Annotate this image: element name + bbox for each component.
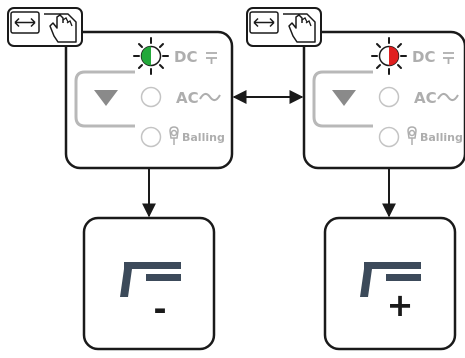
selector-bracket (74, 70, 135, 128)
output-frame (323, 216, 457, 351)
balling-label: Balling (420, 131, 463, 144)
polarity-sign: - (153, 290, 166, 328)
ac-label: AC (414, 89, 437, 107)
control-panel-left: DC AC Balling (7, 7, 234, 170)
ac-label: AC (176, 89, 199, 107)
output-box-right: + (323, 216, 457, 351)
dc-led (133, 37, 169, 75)
control-panel-right: DC AC Balling (246, 7, 465, 170)
output-box-left: - (82, 216, 216, 351)
output-frame (82, 216, 216, 351)
ac-led (140, 86, 162, 108)
dc-led (371, 37, 407, 75)
dc-label: DC (174, 48, 197, 66)
balling-label: Balling (182, 131, 225, 144)
hand-touch-icon (283, 13, 316, 43)
electrode-holder-icon (120, 262, 181, 297)
mode-button[interactable] (246, 7, 322, 47)
dc-symbol-icon (206, 52, 217, 64)
mode-button[interactable] (7, 7, 83, 47)
ac-wave-icon (199, 93, 221, 101)
balling-icon (169, 126, 179, 145)
electrode-holder-icon (360, 262, 421, 297)
hand-touch-icon (44, 13, 77, 43)
double-arrow-icon (10, 11, 40, 34)
balling-icon (407, 126, 417, 145)
balling-led (378, 126, 400, 148)
selector-down-triangle[interactable] (332, 90, 356, 106)
selector-down-triangle[interactable] (94, 90, 118, 106)
selector-bracket (312, 70, 373, 128)
dc-label: DC (412, 48, 435, 66)
ac-led (378, 86, 400, 108)
polarity-sign: + (387, 286, 414, 324)
ac-wave-icon (437, 93, 459, 101)
balling-led (140, 126, 162, 148)
double-arrow-icon (249, 11, 279, 34)
dc-symbol-icon (443, 52, 454, 64)
